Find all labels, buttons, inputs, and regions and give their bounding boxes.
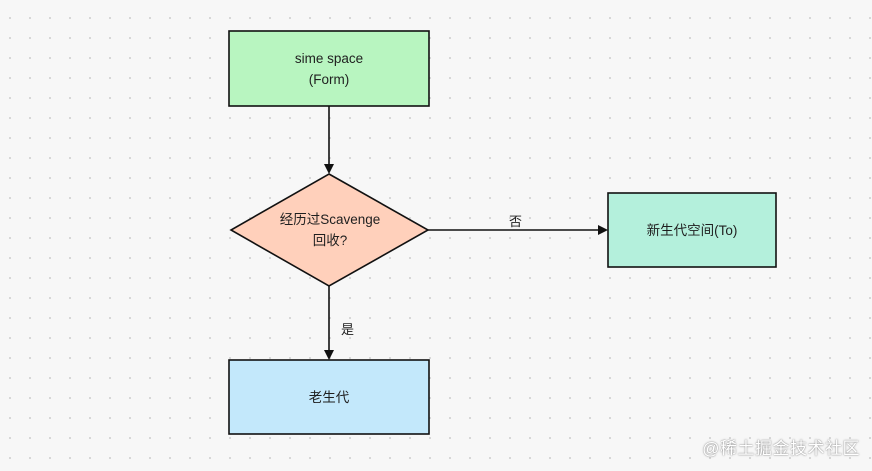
watermark: @稀土掘金技术社区 [702,439,860,458]
decision-node-label: 经历过Scavenge 回收? [279,212,381,248]
old-generation-node-label: 老生代 [308,389,350,405]
form-node-shape[interactable] [228,30,430,107]
to-space-node-shape[interactable] [607,192,777,268]
form-node-label: sime space (Form) [294,50,364,87]
old-generation-node-shape[interactable] [228,359,430,435]
edge-label-yes: 是 [341,322,355,337]
to-space-node-label: 新生代空间(To) [646,222,738,238]
edge-label-no: 否 [509,214,523,229]
